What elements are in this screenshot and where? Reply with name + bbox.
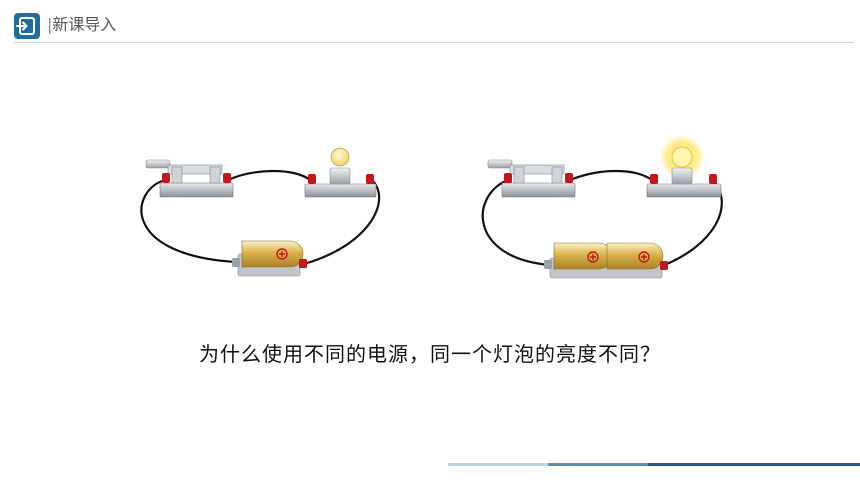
- circuit-illustrations: [140, 135, 723, 279]
- section-title: |新课导入: [47, 15, 117, 34]
- enter-arrow-icon: [14, 13, 40, 39]
- wire: [569, 169, 653, 182]
- header: |新课导入: [0, 0, 860, 46]
- wire: [481, 178, 551, 267]
- knife-switch: [487, 159, 576, 198]
- knife-switch: [145, 159, 234, 198]
- battery-single: [232, 240, 307, 277]
- question-text: 为什么使用不同的电源，同一个灯泡的亮度不同？: [199, 342, 661, 366]
- wire: [227, 169, 311, 182]
- bulb-dim: [304, 147, 377, 198]
- wire: [303, 179, 381, 266]
- wire: [140, 178, 237, 264]
- circuit-1: [140, 147, 381, 277]
- header-divider: [14, 42, 854, 43]
- bulb-bright: [646, 135, 722, 198]
- circuit-2: [481, 135, 723, 279]
- battery-double: [544, 242, 668, 279]
